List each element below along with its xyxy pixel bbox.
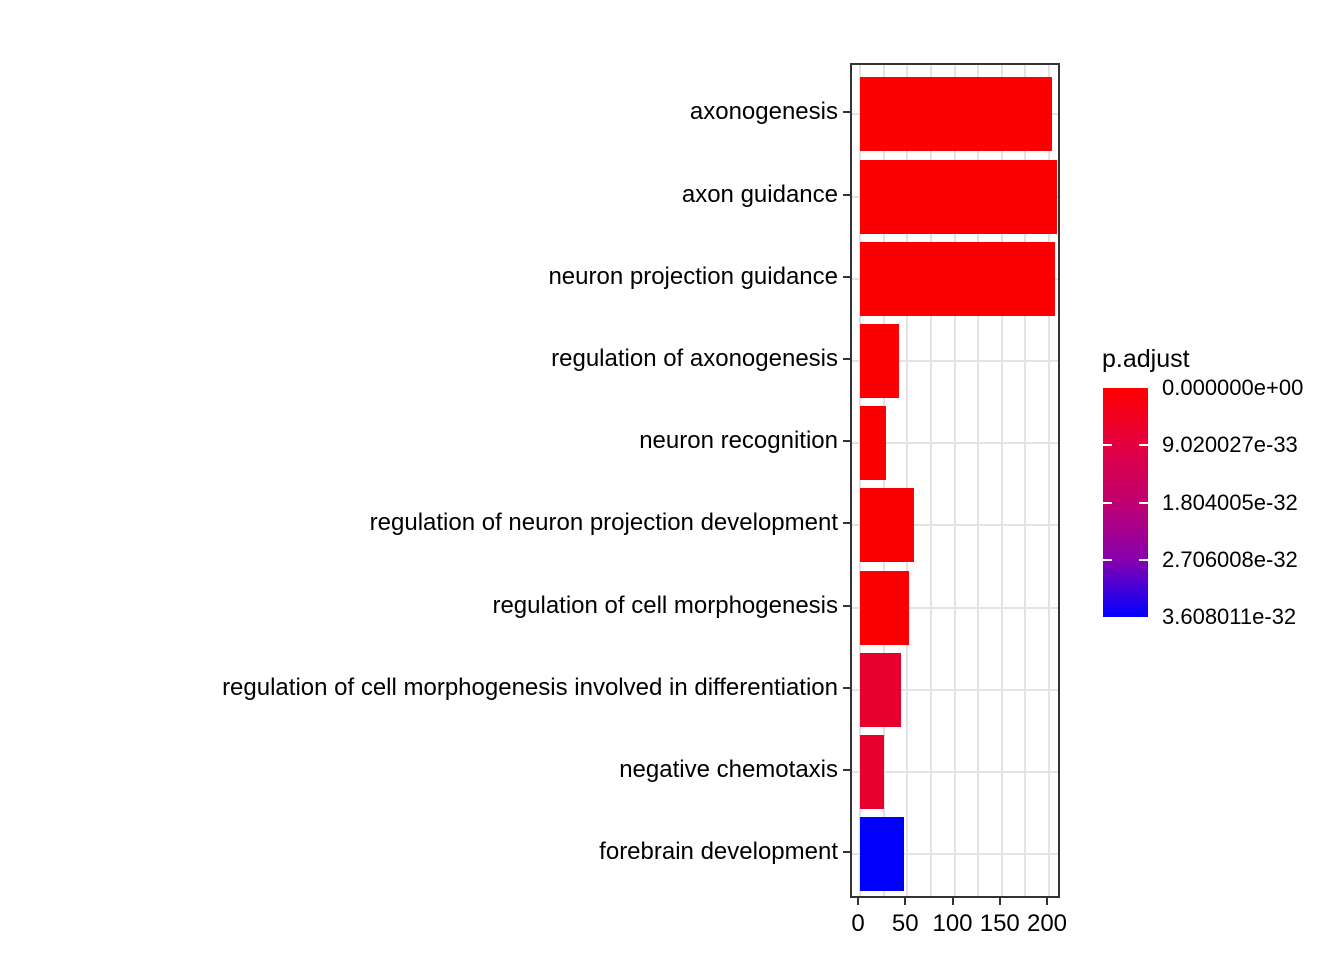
y-axis-label: axon guidance bbox=[681, 180, 838, 208]
gridline-vertical bbox=[1000, 65, 1003, 896]
x-axis-tick bbox=[998, 898, 1001, 905]
bar bbox=[860, 817, 905, 892]
y-axis-tick bbox=[843, 357, 850, 360]
gridline-vertical bbox=[906, 65, 909, 896]
legend-tick-label: 3.608011e-32 bbox=[1162, 604, 1297, 629]
gridline-vertical bbox=[859, 65, 861, 896]
legend-tick-mark bbox=[1103, 558, 1112, 561]
x-axis-tick bbox=[857, 898, 859, 905]
y-axis-tick bbox=[843, 768, 850, 771]
y-axis-label: neuron recognition bbox=[639, 427, 838, 455]
y-axis-tick bbox=[843, 522, 850, 525]
y-axis-tick bbox=[843, 440, 850, 443]
plot-panel bbox=[850, 63, 1060, 898]
x-axis-tick bbox=[951, 898, 954, 905]
bar bbox=[860, 77, 1052, 152]
bar bbox=[860, 241, 1055, 316]
gridline-horizontal bbox=[852, 688, 1058, 691]
y-axis-label: neuron projection guidance bbox=[548, 262, 838, 290]
gridline-horizontal bbox=[852, 606, 1058, 609]
legend-tick-mark bbox=[1139, 501, 1148, 504]
gridline-horizontal bbox=[852, 770, 1058, 773]
bar bbox=[860, 323, 899, 398]
y-axis-label: regulation of axonogenesis bbox=[551, 344, 838, 372]
x-axis-tick bbox=[904, 898, 907, 905]
y-axis-label: regulation of cell morphogenesis bbox=[492, 591, 838, 619]
bar bbox=[860, 159, 1057, 234]
y-axis-tick bbox=[843, 851, 850, 854]
gridline-horizontal bbox=[852, 853, 1058, 856]
y-axis-label: regulation of cell morphogenesis involve… bbox=[222, 673, 838, 701]
legend-tick-label: 0.000000e+00 bbox=[1162, 375, 1304, 400]
x-axis-tick bbox=[1046, 898, 1048, 905]
x-axis-tick-label: 0 bbox=[851, 910, 865, 937]
bar bbox=[860, 734, 884, 809]
y-axis-tick bbox=[843, 604, 850, 607]
x-axis-tick-label: 150 bbox=[979, 910, 1020, 937]
bar bbox=[860, 406, 887, 481]
y-axis-tick bbox=[843, 275, 850, 278]
gridline-vertical bbox=[1048, 65, 1050, 896]
bar bbox=[860, 652, 901, 727]
legend-tick-mark bbox=[1139, 444, 1148, 447]
y-axis-tick bbox=[843, 686, 850, 689]
x-axis-tick-label: 100 bbox=[932, 910, 973, 937]
legend-tick-mark bbox=[1103, 444, 1112, 447]
legend-title: p.adjust bbox=[1102, 345, 1190, 373]
gridline-vertical bbox=[1024, 65, 1027, 896]
gridline-vertical bbox=[929, 65, 932, 896]
legend-tick-label: 2.706008e-32 bbox=[1162, 546, 1298, 572]
y-axis-label: regulation of neuron projection developm… bbox=[369, 509, 838, 537]
y-axis-label: negative chemotaxis bbox=[619, 755, 838, 783]
legend-tick-label: 9.020027e-33 bbox=[1162, 432, 1298, 458]
bar bbox=[860, 570, 910, 645]
gridline-vertical bbox=[977, 65, 980, 896]
gridline-vertical bbox=[953, 65, 956, 896]
legend-tick-mark bbox=[1139, 558, 1148, 561]
gridline-vertical bbox=[882, 65, 885, 896]
gridline-horizontal bbox=[852, 442, 1058, 445]
y-axis-label: axonogenesis bbox=[689, 98, 838, 126]
legend-tick-mark bbox=[1103, 501, 1112, 504]
x-axis-tick-label: 200 bbox=[1026, 910, 1068, 937]
bar bbox=[860, 488, 914, 563]
gridline-horizontal bbox=[852, 359, 1058, 362]
legend-tick-label: 1.804005e-32 bbox=[1162, 489, 1298, 515]
y-axis-label: forebrain development bbox=[599, 838, 838, 866]
y-axis-tick bbox=[843, 111, 850, 114]
x-axis-tick-label: 50 bbox=[891, 910, 919, 937]
gridline-horizontal bbox=[852, 524, 1058, 527]
y-axis-tick bbox=[843, 193, 850, 196]
